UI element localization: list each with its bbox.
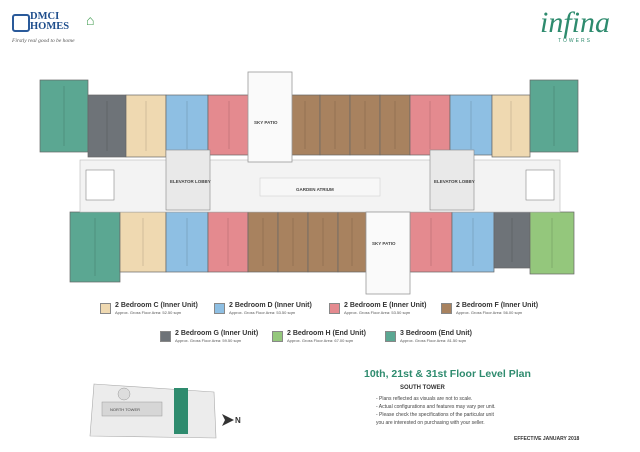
north-tower-block [101,401,163,417]
unit-g-1 [87,94,127,158]
legend-text: 2 Bedroom G (Inner Unit)Approx. Gross Fl… [175,330,258,343]
legend-label: 3 Bedroom (End Unit) [400,330,472,337]
legend-label: 2 Bedroom E (Inner Unit) [344,302,427,309]
legend-swatch [100,303,111,314]
legend-label: 2 Bedroom D (Inner Unit) [229,302,312,309]
legend-item-e: 2 Bedroom E (Inner Unit)Approx. Gross Fl… [329,302,426,315]
label-elevator-lobby-left: ELEVATOR LOBBY [170,179,211,184]
project-logo-text: infina [539,6,610,39]
south-tower-highlight [174,388,188,434]
unit-f-5 [289,94,321,156]
site-key-plan: NORTH TOWER [89,383,217,439]
legend-swatch [160,331,171,342]
unit-e-4 [207,94,251,156]
stair-right [525,169,555,201]
legend-text: 2 Bedroom C (Inner Unit)Approx. Gross Fl… [115,302,198,315]
note-2: - Actual configurations and features may… [376,404,496,410]
stair-left [85,169,115,201]
brand-name-line1: DMCI [30,11,60,22]
unit-e-21 [409,211,453,273]
label-elevator-lobby-right: ELEVATOR LOBBY [434,179,475,184]
label-sky-patio-bottom: SKY PATIO [372,241,396,246]
brand-name-line2: HOMES [30,21,70,32]
legend-area: Approx. Gross Floor Area: 53.50 sqm [229,310,296,315]
legend-label: 2 Bedroom H (End Unit) [287,330,366,337]
legend-swatch [272,331,283,342]
house-icon: ⌂ [86,12,95,28]
brand-name: DMCI HOMES [30,11,70,32]
legend-area: Approx. Gross Floor Area: 52.50 sqm [115,310,182,315]
legend-item-c: 2 Bedroom C (Inner Unit)Approx. Gross Fl… [100,302,198,315]
dmci-homes-logo: DMCI HOMES ⌂ Firstly real good to be hom… [12,11,107,48]
unit-br3-0 [39,79,89,153]
legend-text: 2 Bedroom D (Inner Unit)Approx. Gross Fl… [229,302,312,315]
label-garden-atrium: GARDEN ATRIUM [296,187,334,192]
brand-tagline: Firstly real good to be home [12,38,75,44]
unit-f-20 [337,211,367,273]
floor-plan: SKY PATIO SKY PATIO ELEVATOR LOBBY ELEVA… [39,71,579,295]
sky-patio-bottom [365,211,411,295]
legend-area: Approx. Gross Floor Area: 59.50 sqm [175,338,242,343]
legend-label: 2 Bedroom F (Inner Unit) [456,302,539,309]
elevator-core-left [165,149,211,211]
legend-item-h: 2 Bedroom H (End Unit)Approx. Gross Floo… [272,330,366,343]
unit-br3-13 [69,211,121,283]
legend-area: Approx. Gross Floor Area: 56.00 sqm [456,310,523,315]
north-arrow-icon: N [222,414,241,426]
legend-label: 2 Bedroom G (Inner Unit) [175,330,259,337]
legend-item-f: 2 Bedroom F (Inner Unit)Approx. Gross Fl… [441,302,538,315]
legend-swatch [385,331,396,342]
legend-area: Approx. Gross Floor Area: 67.00 sqm [287,338,354,343]
project-logo-sub: TOWERS [558,38,592,44]
legend-text: 2 Bedroom E (Inner Unit)Approx. Gross Fl… [344,302,426,315]
note-3: - Please check the specifications of the… [376,412,494,418]
legend-area: Approx. Gross Floor Area: 81.50 sqm [400,338,467,343]
tower-label: SOUTH TOWER [400,385,445,391]
legend-item-d: 2 Bedroom D (Inner Unit)Approx. Gross Fl… [214,302,312,315]
dmci-mark-icon [12,14,30,32]
legend-text: 2 Bedroom H (End Unit)Approx. Gross Floo… [287,330,366,343]
legend-item-g: 2 Bedroom G (Inner Unit)Approx. Gross Fl… [160,330,258,343]
legend-text: 2 Bedroom F (Inner Unit)Approx. Gross Fl… [456,302,538,315]
infina-logo: infina TOWERS [539,6,610,45]
effective-date: EFFECTIVE JANUARY 2018 [514,436,580,442]
unit-f-6 [319,94,351,156]
legend-text: 3 Bedroom (End Unit)Approx. Gross Floor … [400,330,472,343]
floor-plan-title: 10th, 21st & 31st Floor Level Plan [364,368,531,380]
elevator-core-right [429,149,475,211]
label-sky-patio-top: SKY PATIO [254,120,278,125]
legend-swatch [441,303,452,314]
note-4: you are interested on purchasing with yo… [376,420,485,426]
sky-patio-top [247,71,293,163]
unit-d-10 [449,94,493,156]
legend-item-br3: 3 Bedroom (End Unit)Approx. Gross Floor … [385,330,472,343]
unit-e-9 [409,94,451,156]
amenity-circle [117,387,131,401]
compass-label: N [235,416,241,425]
label-north-tower: NORTH TOWER [110,407,140,412]
legend-label: 2 Bedroom C (Inner Unit) [115,302,198,309]
note-1: - Plans reflected as visuals are not to … [376,396,473,402]
unit-d-15 [165,211,209,273]
legend-area: Approx. Gross Floor Area: 53.50 sqm [344,310,411,315]
garden-atrium [259,177,381,197]
unit-f-18 [277,211,309,273]
legend-swatch [329,303,340,314]
legend-swatch [214,303,225,314]
unit-br3-12 [529,79,579,153]
